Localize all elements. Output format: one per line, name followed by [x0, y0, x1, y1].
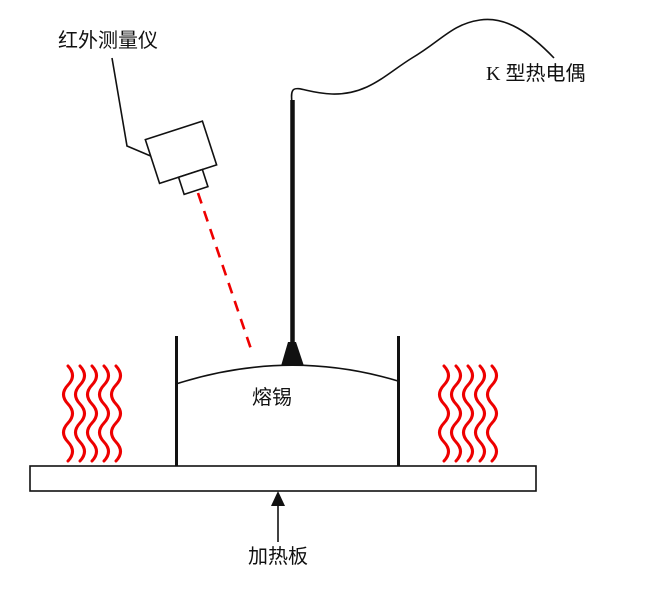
plate-label: 加热板	[248, 545, 308, 568]
infrared-leader-line	[111, 57, 154, 158]
heat-wave-icon	[438, 364, 450, 463]
heat-wave-icon	[486, 364, 498, 463]
infrared-meter-label: 红外测量仪	[58, 29, 158, 52]
thermocouple-wire	[290, 18, 555, 104]
heat-wave-icon	[110, 364, 122, 463]
heat-wave-icon	[62, 364, 74, 463]
infrared-sensor	[144, 120, 218, 196]
heat-wave-icon	[74, 364, 86, 463]
infrared-sensor-lens	[177, 168, 209, 196]
infrared-sensor-body	[144, 120, 218, 185]
thermocouple-tip	[281, 342, 304, 366]
heat-wave-icon	[450, 364, 462, 463]
heating-plate	[29, 465, 537, 492]
solder-label: 熔锡	[252, 386, 292, 409]
heat-wave-icon	[86, 364, 98, 463]
infrared-beam-dashed-line	[196, 192, 254, 353]
heat-waves-right	[438, 364, 498, 463]
thermocouple-label: K 型热电偶	[486, 62, 585, 85]
heat-waves-left	[62, 364, 122, 463]
heat-wave-icon	[462, 364, 474, 463]
heat-wave-icon	[474, 364, 486, 463]
heat-wave-icon	[98, 364, 110, 463]
solder-surface-arc	[175, 364, 399, 385]
arrow-up-icon	[271, 491, 285, 506]
